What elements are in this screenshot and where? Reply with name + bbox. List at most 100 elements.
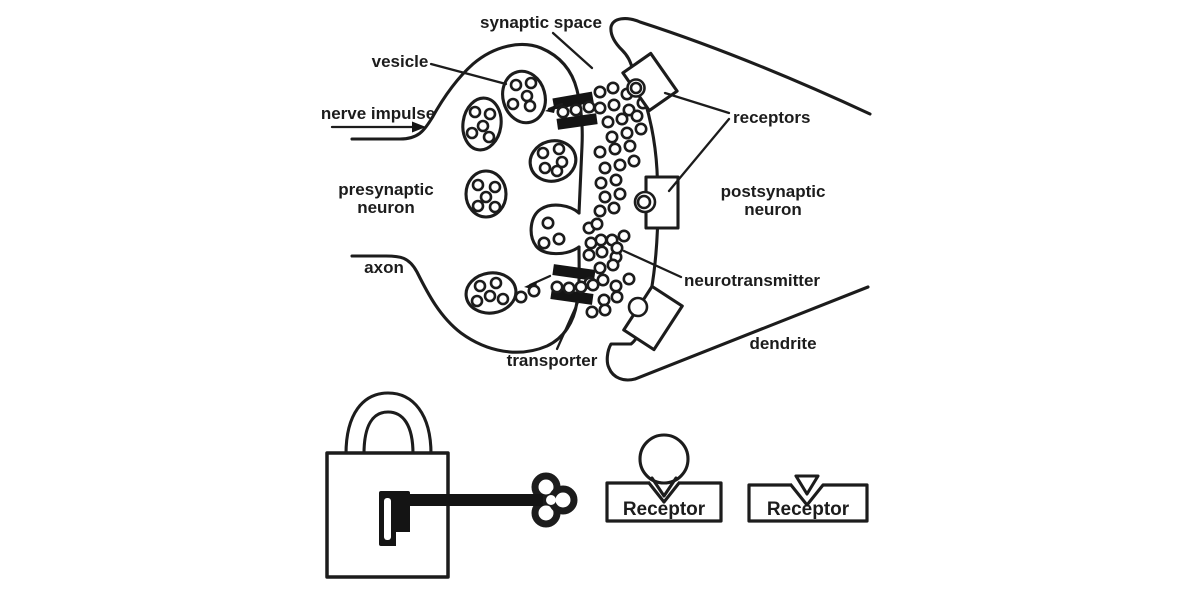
transporter-bottom [550,264,596,305]
vesicle-neurotransmitter-dot [496,292,510,306]
neurotransmitter-molecule [586,278,600,292]
neurotransmitter-molecule [622,272,636,286]
axon-top-outline [350,43,584,215]
ligand-circle-tail [650,476,678,498]
neurotransmitter-molecule [598,161,612,175]
vesicle-neurotransmitter-dot [471,178,485,192]
label-receptors: receptors [733,108,810,127]
reuptake-arrow-top [545,102,564,113]
neurotransmitter-molecule [609,279,623,293]
neurotransmitter-molecule [582,248,596,262]
padlock-icon [325,391,450,579]
neurotransmitter-molecule [552,232,566,246]
vesicle-neurotransmitter-dot [555,155,569,169]
ligand-triangle [794,474,820,496]
receptor-notch [789,483,825,507]
neurotransmitter-molecule [608,142,622,156]
neurotransmitter-molecule [596,273,610,287]
neurotransmitter-molecule [601,115,615,129]
label-postsynaptic-line2: neuron [744,200,802,219]
vesicle-neurotransmitter-dot [550,164,564,178]
fusing-vesicle [529,203,581,256]
vesicle-neurotransmitter-dot [483,289,497,303]
synaptic-vesicle [528,139,578,183]
transporter-top [552,91,598,130]
neurotransmitter-molecule [620,126,634,140]
vesicle-neurotransmitter-dot [479,190,493,204]
padlock-body [325,451,450,579]
receptor-box-left-label: Receptor [623,499,706,520]
padlock-shackle [344,391,433,456]
neurotransmitter-molecule [527,284,541,298]
vesicle-neurotransmitter-dot [473,279,487,293]
receptor-box-round: Receptor [605,433,723,523]
neurotransmitter-molecule [610,241,624,255]
vesicle-neurotransmitter-dot [488,180,502,194]
neurotransmitter-molecule [593,261,607,275]
transporter-bar [556,113,598,130]
neurotransmitter-molecule [606,81,620,95]
receptor-box-right-label: Receptor [767,499,850,520]
pointer-line-neurotransmitter [622,249,683,279]
transporter-bar [552,91,594,110]
postsynaptic-neuron-outline [605,17,872,382]
neurotransmitter-molecule [623,139,637,153]
label-nerve-impulse: nerve impulse [321,104,435,123]
neurotransmitter-molecule [606,258,620,272]
label-transporter: transporter [507,351,598,370]
neurotransmitter-molecule [574,280,588,294]
label-pointer-lines [429,31,731,351]
vesicle-neurotransmitter-dot [524,76,538,90]
neurotransmitter-molecule [617,229,631,243]
neurotransmitter-molecule [613,187,627,201]
pointer-line-vesicle [429,62,508,86]
neurotransmitter-molecule [593,145,607,159]
label-presynaptic-line1: presynaptic [338,180,433,199]
neurotransmitter-molecule [541,216,555,230]
neurotransmitter-molecule [537,236,551,250]
label-vesicle: vesicle [372,52,429,71]
vesicle-neurotransmitter-dot [523,99,537,113]
receptor-bottom [622,284,684,352]
synaptic-vesicle [464,169,508,219]
vesicle-neurotransmitter-dot [552,142,566,156]
neurotransmitter-molecule [593,101,607,115]
label-synaptic-space: synaptic space [480,13,602,32]
receptor-top [621,51,679,113]
vesicle-neurotransmitter-dot [489,276,503,290]
label-neurotransmitter: neurotransmitter [684,271,820,290]
neurotransmitter-molecule [610,290,624,304]
neurotransmitter-molecule [630,109,644,123]
neurotransmitter-molecule [598,303,612,317]
neurotransmitter-molecule [593,85,607,99]
vesicle-neurotransmitter-dot [506,97,520,111]
neurotransmitter-molecule [634,122,648,136]
pointer-line-transporter [555,300,580,351]
nerve-impulse-arrow [330,121,426,133]
vesicle-neurotransmitter-dot [482,130,496,144]
synaptic-vesicle [461,96,503,152]
ligand-circle [638,433,690,485]
vesicle-neurotransmitter-dot [488,200,502,214]
label-postsynaptic-line1: postsynaptic [721,182,826,201]
neurotransmitter-molecule [598,190,612,204]
receptor-middle [633,175,680,230]
vesicle-neurotransmitter-dot [468,105,482,119]
pointer-line-receptors-2 [667,117,731,193]
neurotransmitter-molecule [590,217,604,231]
neurotransmitter-molecule [562,281,576,295]
neurotransmitter-molecule [607,201,621,215]
vesicle-neurotransmitter-dot [471,199,485,213]
neurotransmitter-molecule [607,98,621,112]
neurotransmitter-molecule [609,173,623,187]
pointer-line-receptors-1 [663,91,731,115]
transporter-bar [550,288,594,305]
receptor-box-triangle: Receptor [747,474,869,523]
neurotransmitter-molecule [569,103,583,117]
vesicle-neurotransmitter-dot [520,89,534,103]
neurotransmitter-molecule [605,130,619,144]
neurotransmitter-molecule [593,204,607,218]
neurotransmitter-molecule [550,280,564,294]
